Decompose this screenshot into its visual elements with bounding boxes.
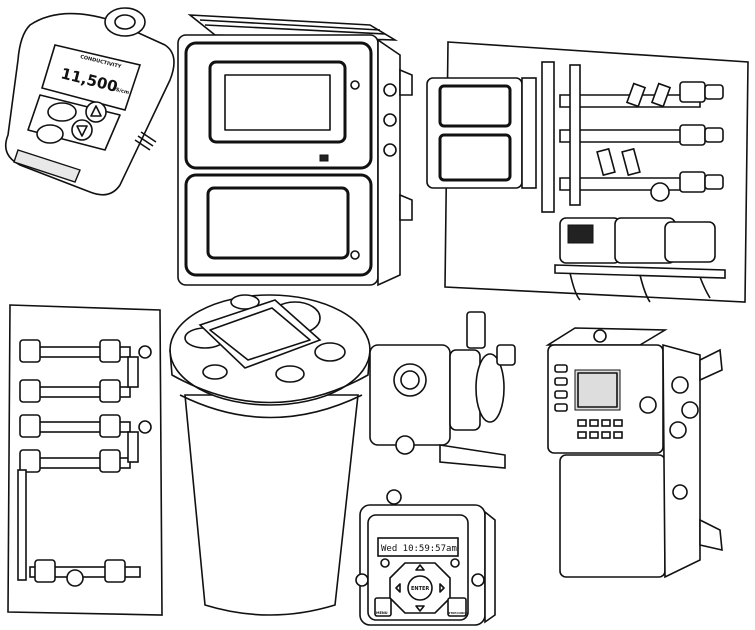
- menu-button[interactable]: [374, 597, 392, 617]
- meter-up-button[interactable]: [85, 101, 107, 123]
- stop-cancel-label: STOP/CANCEL: [449, 611, 469, 615]
- metering-pumps-row: [559, 217, 716, 264]
- stop-cancel-button[interactable]: [447, 597, 467, 617]
- chemical-tank: [169, 294, 371, 616]
- small-controller: Wed 10:59:57am ENTER MENU STOP/CANCEL: [355, 489, 496, 626]
- meter-button[interactable]: [36, 124, 64, 144]
- controller-display-text: Wed 10:59:57am: [381, 544, 457, 554]
- enter-button-label: ENTER: [411, 586, 429, 592]
- controller-display: [377, 537, 459, 557]
- handheld-conductivity-meter: CONDUCTIVITY 11,500 uS/cm: [4, 7, 175, 196]
- wall-enclosure: [177, 14, 413, 287]
- meter-unit: uS/cm: [112, 86, 130, 96]
- multi-channel-controller: [545, 327, 723, 579]
- metering-pump: [369, 311, 516, 469]
- enter-button[interactable]: [407, 575, 433, 601]
- meter-down-button[interactable]: [71, 119, 93, 141]
- meter-button[interactable]: [47, 102, 77, 122]
- piping-panel: [7, 304, 163, 616]
- mounted-panel-system: [426, 41, 749, 303]
- menu-button-label: MENU: [376, 611, 388, 615]
